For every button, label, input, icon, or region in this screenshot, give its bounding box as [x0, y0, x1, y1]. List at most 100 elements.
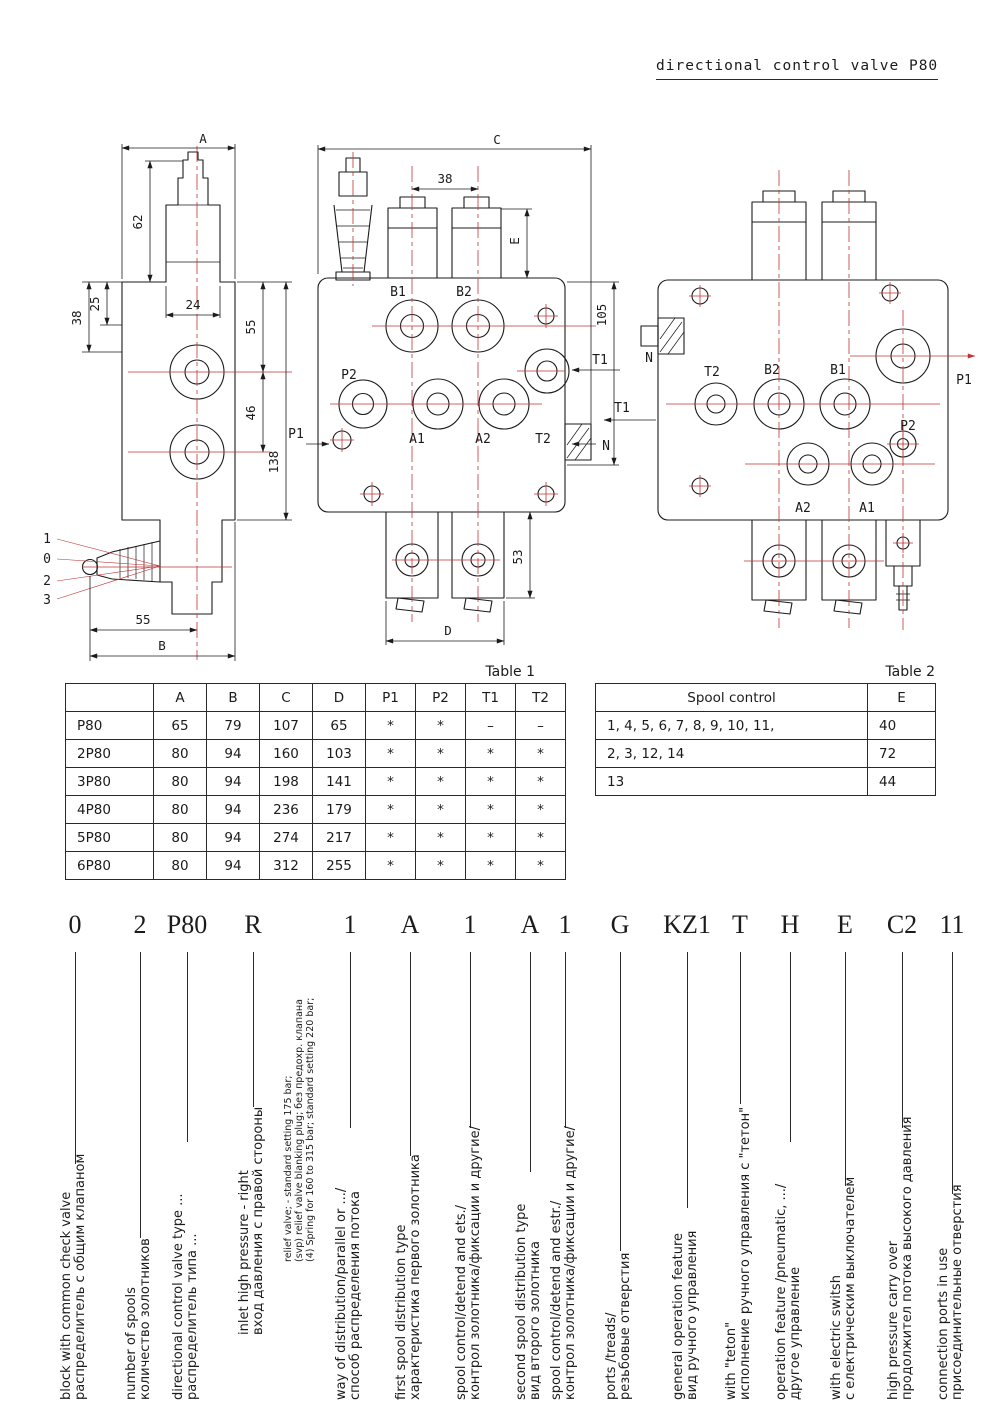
table1-header-cell: P1	[365, 683, 416, 712]
code-label: directional control valve type ... распр…	[171, 1146, 200, 1400]
table1-cell: 65	[312, 711, 366, 740]
table1-cell: 107	[259, 711, 313, 740]
code-value: G	[610, 910, 630, 939]
table-row: 13 44	[595, 767, 936, 796]
table1-header-cell: C	[259, 683, 313, 712]
table1-cell: *	[365, 795, 416, 824]
table1-cell: *	[415, 711, 466, 740]
port-label-t2: T2	[704, 365, 720, 380]
front-view: B1 B2 P2 P1 A1 A2 T2 T1 N C 38	[288, 132, 620, 645]
table1-cell: 94	[206, 767, 260, 796]
code-label: connection ports in use присоединительны…	[936, 1184, 965, 1400]
table2-header-row: Spool control E	[595, 683, 936, 712]
front-view-dimensions: C 38 E 105 53 D	[317, 132, 619, 645]
code-value: T	[732, 910, 748, 939]
code-leader-line	[349, 952, 351, 1128]
table1-cell: 141	[312, 767, 366, 796]
code-leader-line	[564, 952, 566, 1128]
table1-cell: 94	[206, 739, 260, 768]
code-label: second spool distribution type вид второ…	[514, 1176, 543, 1400]
code-leader-line	[951, 952, 953, 1194]
table1-cell: *	[465, 739, 516, 768]
table1-cell: *	[465, 823, 516, 852]
code-value: R	[244, 910, 262, 939]
label-line-ru: продолжител потока высокого давления	[900, 1116, 915, 1401]
dim-55-side: 55	[243, 319, 258, 334]
table1-cell: 274	[259, 823, 313, 852]
code-leader-line	[186, 952, 188, 1142]
label-line-ru: распределитель типа ...	[185, 1233, 200, 1400]
label-line-en: block with common check valve	[59, 1191, 74, 1400]
table2-caption: Table 2	[885, 664, 935, 680]
code-label: operation feature /pneumatic, .../ друго…	[774, 1146, 803, 1400]
table1-cell: 312	[259, 851, 313, 880]
dimensions-table: A B C D P1 P2 T1 T2 P80 65 79 107 65 * *…	[65, 683, 566, 880]
table1-cell: 4P80	[65, 795, 154, 824]
dim-62: 62	[130, 214, 145, 229]
table1-cell: *	[365, 823, 416, 852]
front-view-body	[317, 157, 592, 613]
code-leader-line	[901, 952, 903, 1128]
code-leader-line	[789, 952, 791, 1142]
dim-38: 38	[69, 310, 84, 325]
code-value: H	[780, 910, 800, 939]
label-line-en: ports /treads/	[604, 1312, 619, 1400]
code-leader-line	[739, 952, 741, 1104]
table1-cell: 6P80	[65, 851, 154, 880]
code-value: A	[400, 910, 420, 939]
table1-cell: –	[465, 711, 516, 740]
lever-pos-1: 1	[43, 532, 51, 547]
table1-cell: 103	[312, 739, 366, 768]
code-value: P80	[166, 910, 208, 939]
dim-53: 53	[510, 549, 525, 564]
code-leader-line	[252, 952, 254, 1107]
table1-cell: *	[515, 795, 566, 824]
rear-view: T2 B2 B1 P1 P2 A2 A1 N T1	[603, 170, 976, 630]
port-label-n: N	[602, 439, 610, 454]
note-line: relief valve; - standard setting 175 bar…	[283, 1075, 294, 1262]
label-line-ru: другое управление	[788, 1266, 803, 1400]
code-label: high pressure carry over продолжител пот…	[886, 1116, 915, 1401]
label-line-ru: способ распределения потока	[348, 1191, 363, 1400]
label-line-en: inlet high pressure - right	[237, 1170, 252, 1335]
code-value: 11	[939, 910, 965, 939]
table1-cell: *	[515, 851, 566, 880]
rear-view-port-labels: T2 B2 B1 P1 P2 A2 A1 N T1	[603, 351, 972, 516]
lever-pos-3: 3	[43, 593, 51, 608]
table1-cell: *	[365, 739, 416, 768]
code-label: with electric switsh с електрическим вык…	[829, 1177, 858, 1400]
technical-drawing: 1 0 2 3 A 62 25 38 24	[43, 131, 976, 661]
port-label-a1: A1	[409, 432, 425, 447]
port-label-a2: A2	[795, 501, 811, 516]
code-label: inlet high pressure - right вход давлени…	[237, 1107, 266, 1335]
rear-view-centerlines	[666, 170, 976, 630]
code-leader-line	[469, 952, 471, 1128]
table2-cell: 72	[867, 739, 936, 768]
dim-D: D	[444, 623, 452, 638]
label-line-ru: резьбовые отверстия	[618, 1252, 633, 1400]
table1-cell: 255	[312, 851, 366, 880]
label-line-ru: контрол золотника/фиксации и другие/	[563, 1126, 578, 1400]
dim-A: A	[199, 131, 207, 146]
port-label-a2: A2	[475, 432, 491, 447]
label-line-en: operation feature /pneumatic, .../	[774, 1183, 789, 1400]
table-row: 6P80 80 94 312 255 * * * *	[65, 851, 566, 880]
port-label-n: N	[645, 351, 653, 366]
code-label: block with common check valve распредели…	[59, 1154, 88, 1400]
code-value: 2	[133, 910, 147, 939]
table1-cell: 94	[206, 795, 260, 824]
code-value: 0	[68, 910, 82, 939]
code-label: general operation feature вид ручного уп…	[671, 1212, 700, 1400]
port-label-p1: P1	[288, 427, 304, 442]
table-row: 3P80 80 94 198 141 * * * *	[65, 767, 566, 796]
table2-header-cell: E	[867, 683, 936, 712]
table1-cell: *	[465, 851, 516, 880]
label-line-en: first spool distribution type	[394, 1224, 409, 1400]
table1-cell: 179	[312, 795, 366, 824]
label-line-ru: вид ручного управления	[685, 1230, 700, 1400]
table1-cell: *	[365, 767, 416, 796]
label-line-en: directional control valve type ...	[171, 1193, 186, 1400]
table1-cell: 80	[153, 795, 207, 824]
label-line-en: high pressure carry over	[886, 1240, 901, 1400]
